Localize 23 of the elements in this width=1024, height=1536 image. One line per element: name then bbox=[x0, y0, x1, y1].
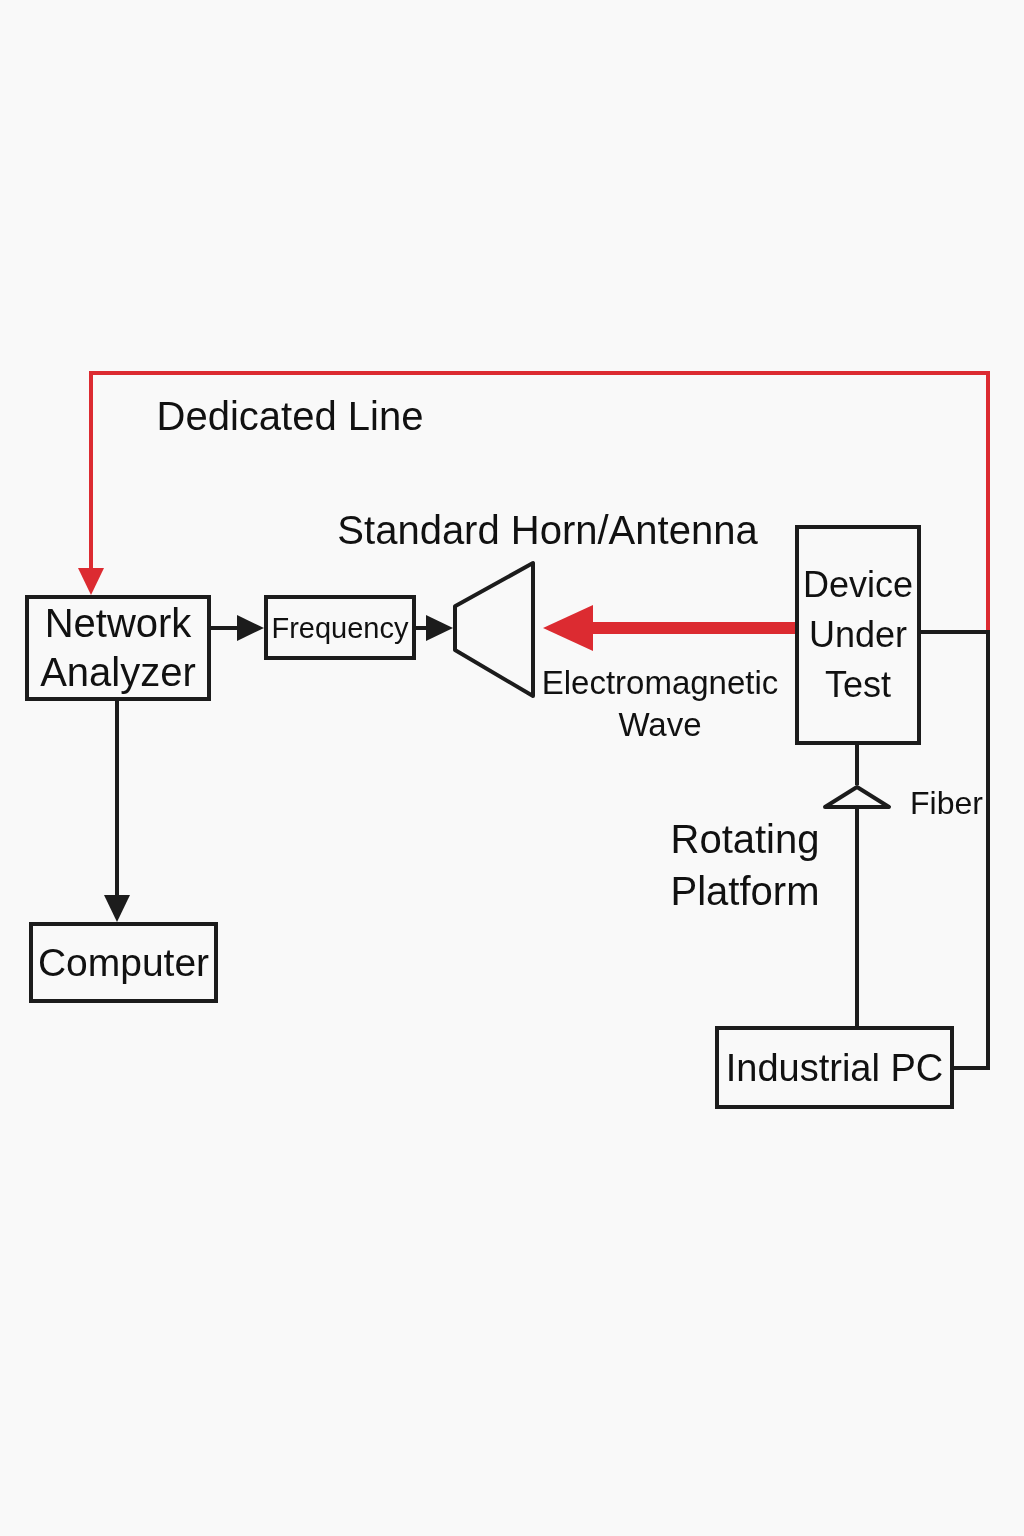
block-box bbox=[715, 1026, 954, 1109]
edge-label: Electromagnetic Wave bbox=[540, 663, 780, 745]
block-label: Industrial PC bbox=[725, 1045, 944, 1091]
block-label: Frequency bbox=[271, 610, 409, 645]
node-caption: Rotating Platform bbox=[669, 816, 821, 915]
arrow bbox=[416, 615, 453, 641]
block-label: Device Under Test bbox=[801, 563, 914, 707]
connector-line bbox=[855, 745, 859, 785]
block-box bbox=[264, 595, 416, 660]
block-box bbox=[25, 595, 211, 701]
connector-line bbox=[921, 630, 990, 1070]
horn-antenna-shape bbox=[453, 561, 535, 698]
arrow bbox=[211, 615, 264, 641]
arrow bbox=[104, 701, 130, 922]
node-caption: Standard Horn/Antenna bbox=[336, 507, 759, 554]
block-box bbox=[29, 922, 218, 1003]
block-label: Network Analyzer bbox=[39, 600, 197, 696]
block-label: Computer bbox=[37, 939, 210, 986]
block-box bbox=[795, 525, 921, 745]
platform-symbol bbox=[823, 785, 891, 809]
arrow bbox=[543, 605, 795, 651]
connector-line bbox=[855, 809, 859, 1026]
edge-label: Fiber bbox=[910, 784, 983, 822]
